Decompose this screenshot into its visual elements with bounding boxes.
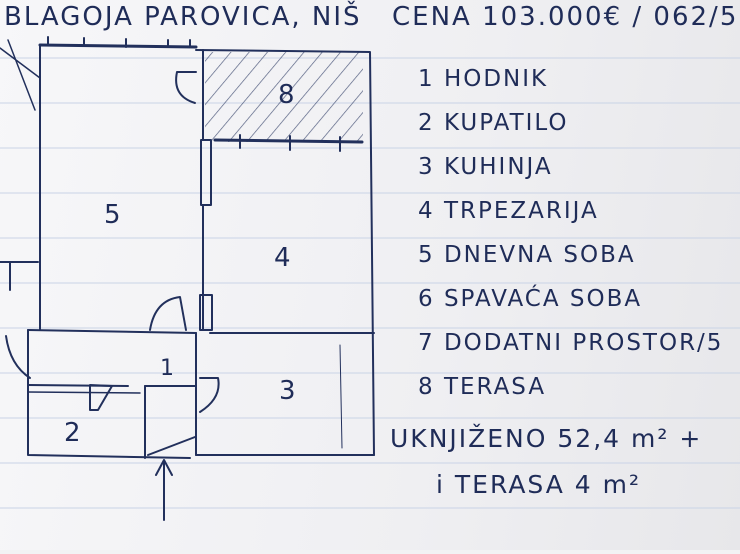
door-frame-terrace bbox=[200, 139, 212, 206]
door-swing-5 bbox=[149, 296, 187, 331]
window-ticks bbox=[47, 36, 191, 48]
room-number-3: 3 bbox=[279, 376, 296, 406]
room-number-2: 2 bbox=[64, 418, 81, 448]
legend-item-terasa: 8 TERASA bbox=[418, 374, 547, 400]
legend-item-hodnik: 1 HODNIK bbox=[418, 66, 549, 92]
door-swing-terrace bbox=[175, 71, 197, 104]
room-number-8: 8 bbox=[278, 80, 295, 110]
legend-item-kupatilo: 2 KUPATILO bbox=[418, 110, 569, 136]
door-swing-topleft bbox=[0, 39, 41, 111]
bathroom-door bbox=[89, 384, 113, 411]
room-number-1: 1 bbox=[160, 356, 174, 381]
area-registered: UKNJIŽENO 52,4 m² + bbox=[390, 424, 703, 453]
left-edge-wall bbox=[0, 261, 39, 291]
wall-top-right bbox=[195, 49, 375, 456]
terrace-hatch bbox=[205, 52, 363, 142]
room-number-5: 5 bbox=[104, 200, 121, 230]
area-terrace: i TERASA 4 m² bbox=[436, 470, 642, 499]
wall-bottom-left bbox=[27, 329, 191, 459]
legend-item-dodatni-prostor: 7 DODATNI PROSTOR/5 bbox=[418, 330, 724, 356]
wall-mid-left bbox=[27, 329, 197, 334]
price-header: CENA 103.000€ / 062/5 bbox=[392, 2, 739, 32]
legend-item-trpezarija: 4 TRPEZARIJA bbox=[418, 198, 599, 224]
legend-item-kuhinja: 3 KUHINJA bbox=[418, 154, 553, 180]
address-header: BLAGOJA PAROVICA, NIŠ bbox=[4, 2, 362, 32]
door-frame-4 bbox=[199, 294, 213, 331]
entry-door-swing bbox=[147, 436, 196, 456]
door-swing-kitchen bbox=[199, 377, 220, 413]
entry-arrow-icon bbox=[155, 459, 173, 521]
room-number-4: 4 bbox=[274, 243, 291, 273]
legend-item-spavaca-soba: 6 SPAVAĆA SOBA bbox=[418, 286, 643, 312]
legend-item-dnevna-soba: 5 DNEVNA SOBA bbox=[418, 242, 636, 268]
wall-bathroom-top bbox=[27, 384, 129, 387]
kitchen-counter bbox=[339, 344, 343, 449]
door-swing-left bbox=[5, 335, 31, 379]
